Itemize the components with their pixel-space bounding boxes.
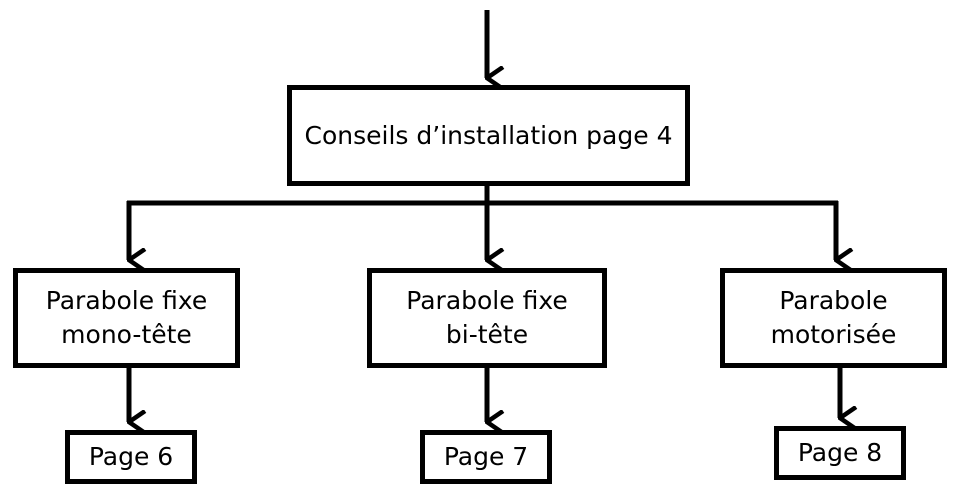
fixed-dish-dual-head-line-2: bi-tête (445, 320, 529, 349)
fixed-dish-dual-head-line-1: Parabole fixe (406, 286, 568, 316)
installation-advice-box: Conseils d’installation page 4 (287, 85, 690, 186)
page-7-label: Page 7 (443, 442, 529, 472)
fixed-dish-dual-head-box: Parabole fixe bi-tête (367, 268, 607, 368)
fixed-dish-single-head-line-2: mono-tête (61, 320, 192, 349)
page-8-label: Page 8 (797, 438, 883, 468)
page-6-box: Page 6 (65, 430, 197, 484)
page-8-box: Page 8 (774, 426, 906, 480)
motorized-dish-box: Parabole motorisée (720, 268, 947, 368)
fixed-dish-single-head-line-1: Parabole fixe (45, 286, 208, 316)
fixed-dish-single-head-box: Parabole fixe mono-tête (13, 268, 240, 368)
page-7-box: Page 7 (420, 430, 552, 484)
motorized-dish-line-1: Parabole (779, 286, 888, 316)
page-6-label: Page 6 (88, 442, 174, 472)
motorized-dish-line-2: motorisée (770, 320, 897, 349)
installation-advice-label: Conseils d’installation page 4 (304, 120, 673, 150)
